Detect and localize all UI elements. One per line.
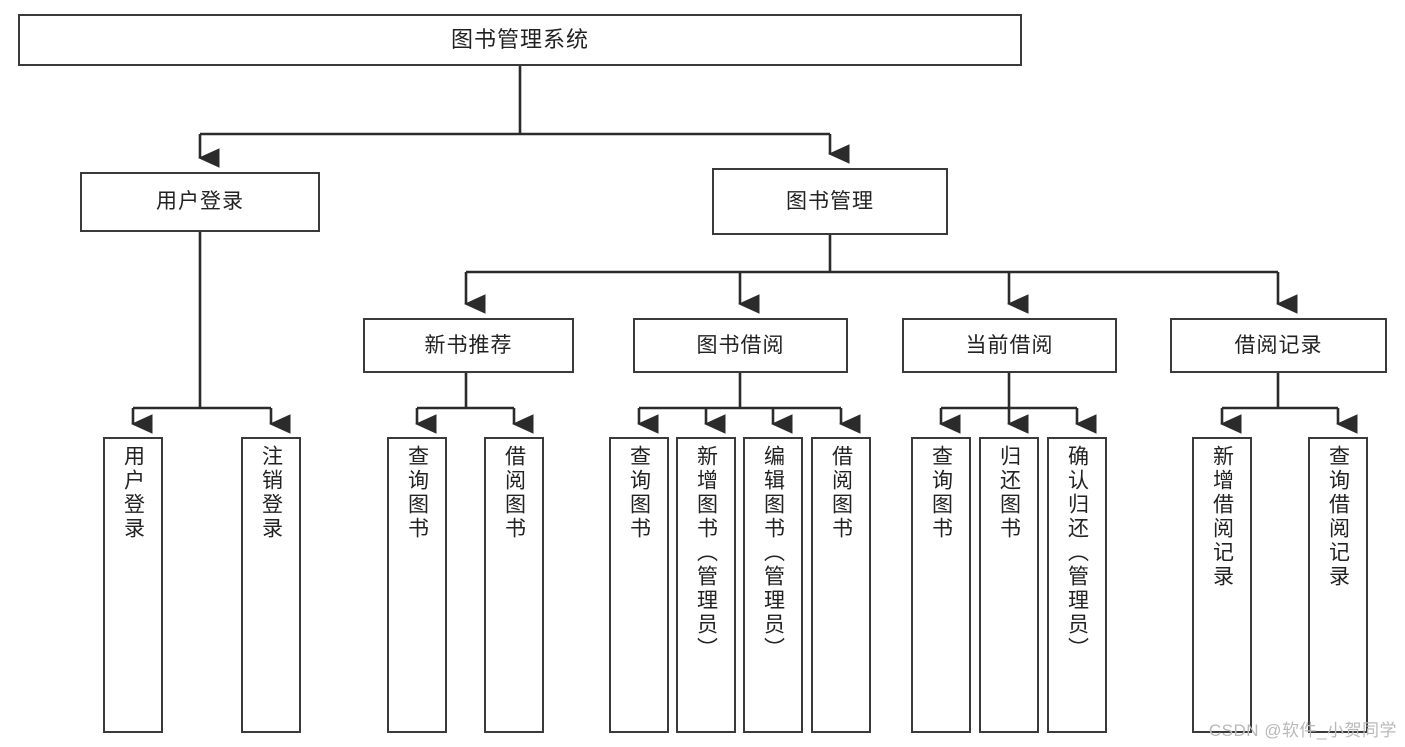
- leaf-edit-book-admin[interactable]: 编辑图书（管理员）: [743, 437, 803, 733]
- node-book-management[interactable]: 图书管理: [712, 168, 948, 235]
- leaf-user-logout[interactable]: 注销登录: [241, 437, 301, 733]
- node-label: 编辑图书（管理员）: [761, 445, 785, 661]
- node-label: 查询图书: [405, 445, 429, 541]
- node-root-system[interactable]: 图书管理系统: [18, 14, 1022, 66]
- leaf-query-book-borrow[interactable]: 查询图书: [609, 437, 669, 733]
- node-label: 借阅图书: [829, 445, 853, 541]
- node-label: 查询图书: [627, 445, 651, 541]
- node-label: 新增图书（管理员）: [694, 445, 718, 661]
- node-label: 图书管理: [786, 189, 874, 213]
- leaf-user-login[interactable]: 用户登录: [103, 437, 163, 733]
- leaf-borrow-book[interactable]: 借阅图书: [811, 437, 871, 733]
- node-label: 查询借阅记录: [1326, 445, 1350, 589]
- leaf-query-book-current[interactable]: 查询图书: [911, 437, 971, 733]
- node-label: 注销登录: [259, 445, 283, 541]
- node-label: 图书借阅: [696, 333, 785, 357]
- node-new-book-recommend[interactable]: 新书推荐: [363, 318, 574, 373]
- csdn-watermark: CSDN @软件_小贺同学: [1208, 721, 1397, 740]
- node-label: 归还图书: [997, 445, 1021, 541]
- leaf-query-book-recommend[interactable]: 查询图书: [387, 437, 447, 733]
- node-user-login[interactable]: 用户登录: [80, 172, 320, 232]
- node-label: 新书推荐: [424, 333, 513, 357]
- node-label: 查询图书: [929, 445, 953, 541]
- node-borrow-record[interactable]: 借阅记录: [1170, 318, 1387, 373]
- leaf-add-borrow-record[interactable]: 新增借阅记录: [1192, 437, 1252, 733]
- leaf-return-book[interactable]: 归还图书: [979, 437, 1039, 733]
- node-label: 用户登录: [121, 445, 145, 541]
- leaf-confirm-return-admin[interactable]: 确认归还（管理员）: [1047, 437, 1107, 733]
- node-label: 用户登录: [156, 190, 244, 214]
- node-book-borrow[interactable]: 图书借阅: [633, 318, 848, 373]
- leaf-query-borrow-record[interactable]: 查询借阅记录: [1308, 437, 1368, 733]
- leaf-add-book-admin[interactable]: 新增图书（管理员）: [676, 437, 736, 733]
- node-current-borrow[interactable]: 当前借阅: [902, 318, 1117, 373]
- node-label: 借阅记录: [1234, 333, 1323, 357]
- node-label: 新增借阅记录: [1210, 445, 1234, 589]
- node-label: 当前借阅: [965, 333, 1054, 357]
- node-label: 借阅图书: [502, 445, 526, 541]
- leaf-borrow-book-recommend[interactable]: 借阅图书: [484, 437, 544, 733]
- node-label: 确认归还（管理员）: [1065, 445, 1089, 661]
- node-label: 图书管理系统: [450, 26, 589, 52]
